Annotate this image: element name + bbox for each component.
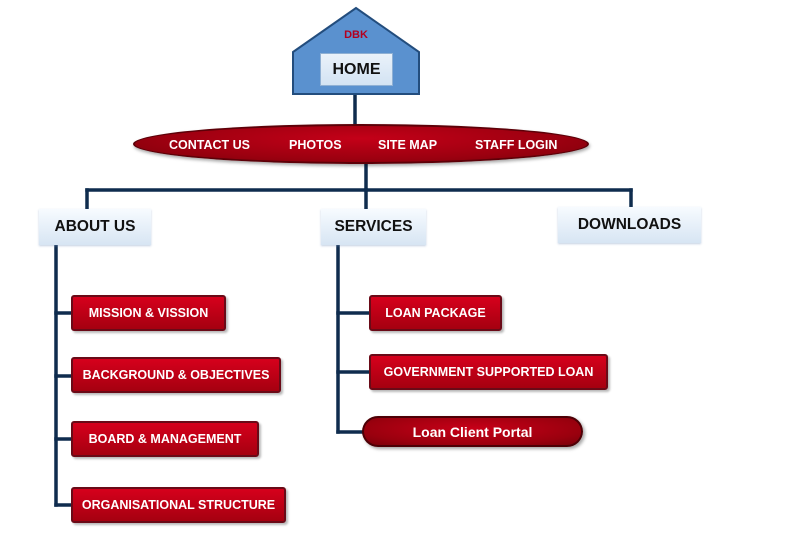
nav-contact-us[interactable]: CONTACT US	[169, 138, 251, 152]
nav-photos[interactable]: PHOTOS	[289, 138, 342, 152]
about-background-objectives-button[interactable]: BACKGROUND & OBJECTIVES	[71, 357, 281, 393]
home-button[interactable]: HOME	[320, 53, 393, 86]
section-downloads[interactable]: DOWNLOADS	[558, 207, 701, 243]
about-board-management-button[interactable]: BOARD & MANAGEMENT	[71, 421, 259, 457]
brand-logo-text: DBK	[344, 29, 368, 41]
services-loan-client-portal-button[interactable]: Loan Client Portal	[362, 416, 583, 447]
services-government-supported-loan-button[interactable]: GOVERNMENT SUPPORTED LOAN	[369, 354, 608, 390]
section-about-us[interactable]: ABOUT US	[39, 209, 151, 245]
section-services[interactable]: SERVICES	[321, 209, 426, 245]
nav-staff-login[interactable]: STAFF LOGIN	[475, 138, 558, 152]
about-mission-vission-button[interactable]: MISSION & VISSION	[71, 295, 226, 331]
nav-site-map[interactable]: SITE MAP	[378, 138, 438, 152]
about-organisational-structure-button[interactable]: ORGANISATIONAL STRUCTURE	[71, 487, 286, 523]
top-nav-bar: CONTACT US PHOTOS SITE MAP STAFF LOGIN	[133, 124, 589, 164]
services-loan-package-button[interactable]: LOAN PACKAGE	[369, 295, 502, 331]
